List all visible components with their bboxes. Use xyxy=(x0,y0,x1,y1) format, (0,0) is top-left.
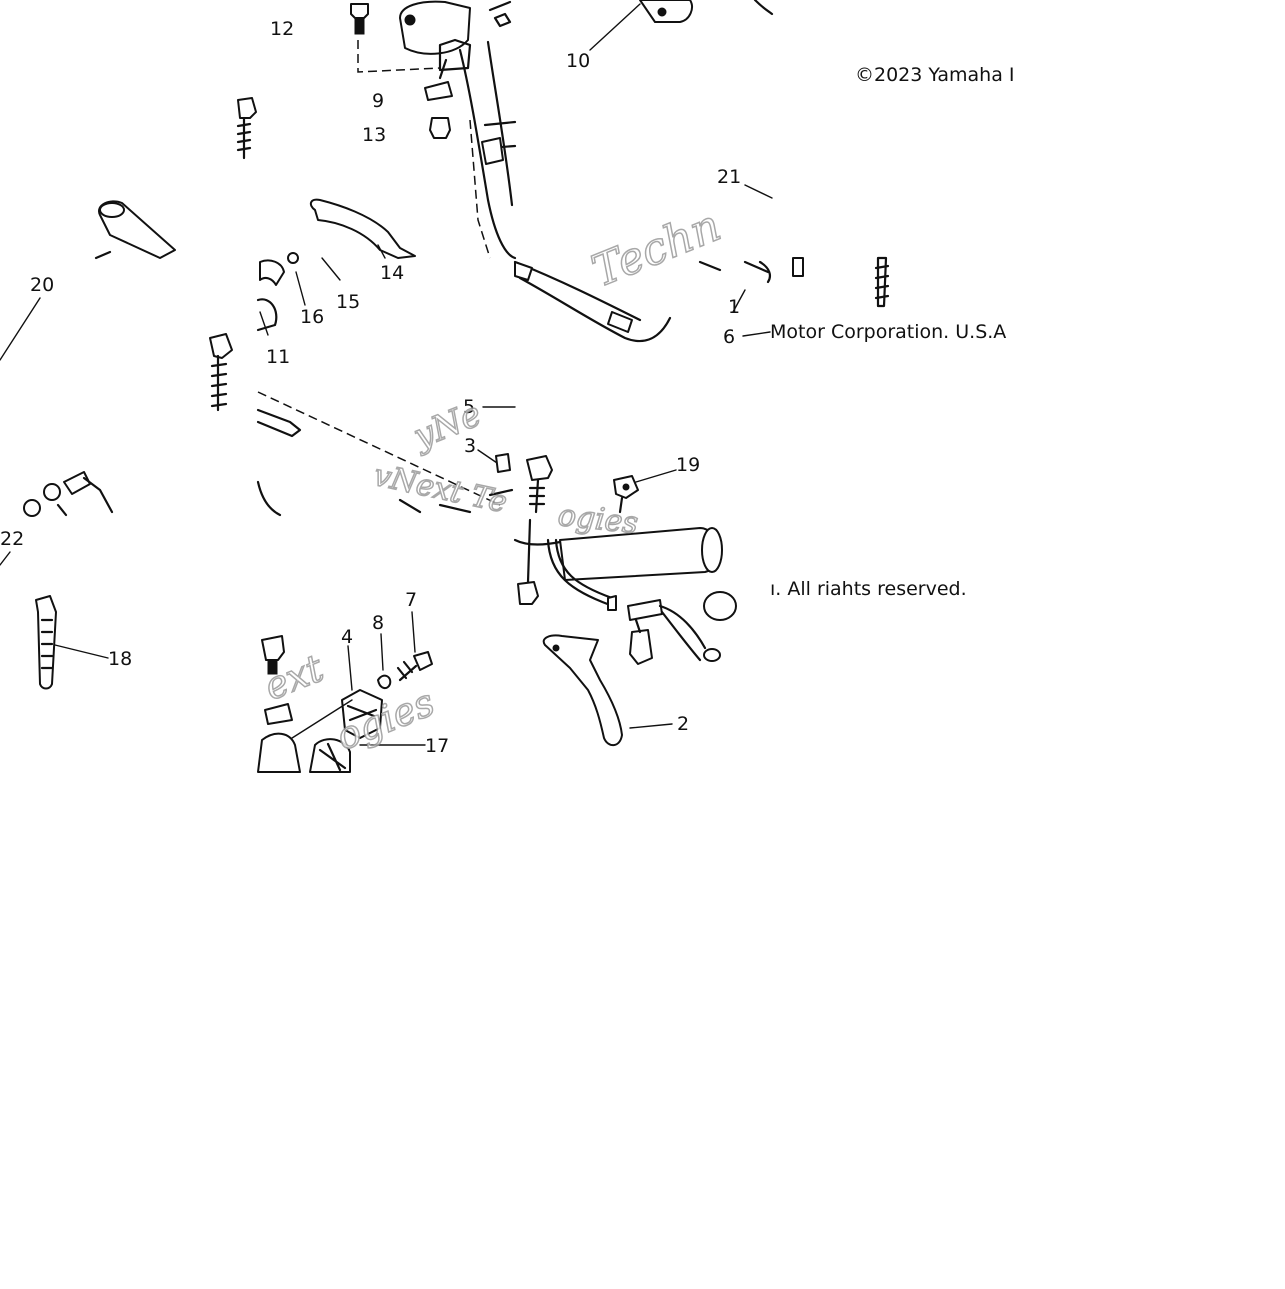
leader-15-line xyxy=(321,257,341,281)
leader-2-line xyxy=(629,723,673,729)
master-cylinder xyxy=(399,0,512,72)
leader-20-line xyxy=(0,297,41,361)
callout-2: 2 xyxy=(677,713,690,735)
callout-21: 21 xyxy=(717,166,742,188)
callout-14: 14 xyxy=(380,262,405,284)
callout-8: 8 xyxy=(372,612,385,634)
callout-22: 22 xyxy=(0,528,25,550)
screw-right xyxy=(792,256,890,308)
callout-1: 1 xyxy=(728,296,741,318)
copyright-line-1: ©2023 Yamaha I xyxy=(855,64,1015,86)
callout-13: 13 xyxy=(362,124,387,146)
bolts-22 xyxy=(23,471,114,517)
clamp-9 xyxy=(424,58,453,101)
callout-10: 10 xyxy=(566,50,591,72)
nut-13 xyxy=(429,117,451,139)
callout-6: 6 xyxy=(723,326,736,348)
cable xyxy=(546,538,617,611)
clip-19 xyxy=(613,475,639,514)
leader-1-line xyxy=(732,289,746,313)
leader-18-line xyxy=(54,644,109,659)
guide-line-12 xyxy=(357,40,441,73)
callout-20: 20 xyxy=(30,274,55,296)
leader-7-line xyxy=(411,611,416,653)
callout-4: 4 xyxy=(341,626,354,648)
handlebar-right xyxy=(513,260,771,343)
handlebar-left-segment xyxy=(256,391,514,517)
callout-5: 5 xyxy=(463,396,476,418)
screw-5 xyxy=(526,455,553,514)
callout-3: 3 xyxy=(464,435,477,457)
screw-7 xyxy=(396,651,433,682)
bolt-left-bottom xyxy=(261,635,285,675)
copyright-line-3: ı. All riahts reserved. xyxy=(770,578,967,600)
clip-3 xyxy=(495,453,511,473)
handlebar xyxy=(458,40,517,260)
bracket-4 xyxy=(341,689,383,739)
leader-14-line xyxy=(377,244,386,259)
leader-22-line xyxy=(0,551,11,566)
leader-8-line xyxy=(380,633,384,671)
right-grip xyxy=(513,527,723,581)
screw-11 xyxy=(209,333,233,412)
callout-12: 12 xyxy=(270,18,295,40)
leader-11-line xyxy=(259,311,269,336)
top-right-fragment xyxy=(753,0,774,16)
callout-19: 19 xyxy=(676,454,701,476)
callout-15: 15 xyxy=(336,291,361,313)
callout-7: 7 xyxy=(405,589,418,611)
leader-4-line xyxy=(347,645,353,691)
switch-17 xyxy=(257,703,351,773)
lever-2 xyxy=(542,634,623,747)
callout-16: 16 xyxy=(300,306,325,328)
bracket-10 xyxy=(639,0,693,23)
washer-8 xyxy=(377,674,392,690)
leader-6-line xyxy=(742,331,771,337)
leader-21-line xyxy=(744,184,773,199)
left-grip-20 xyxy=(94,200,176,260)
callout-9: 9 xyxy=(372,90,385,112)
strap-18 xyxy=(35,595,57,690)
callout-11: 11 xyxy=(266,346,291,368)
leader-10-line xyxy=(589,3,641,51)
leader-19-line xyxy=(635,469,677,483)
lever-14 xyxy=(309,198,416,259)
leader-16-line xyxy=(295,271,306,306)
screw-left-top xyxy=(236,97,257,160)
connector xyxy=(627,591,737,665)
nut-bottom xyxy=(517,518,539,605)
bolt-12 xyxy=(350,3,369,35)
ring-16 xyxy=(256,252,299,332)
callout-17: 17 xyxy=(425,735,450,757)
callout-18: 18 xyxy=(108,648,133,670)
copyright-line-2: Motor Corporation. U.S.A xyxy=(770,321,1007,343)
